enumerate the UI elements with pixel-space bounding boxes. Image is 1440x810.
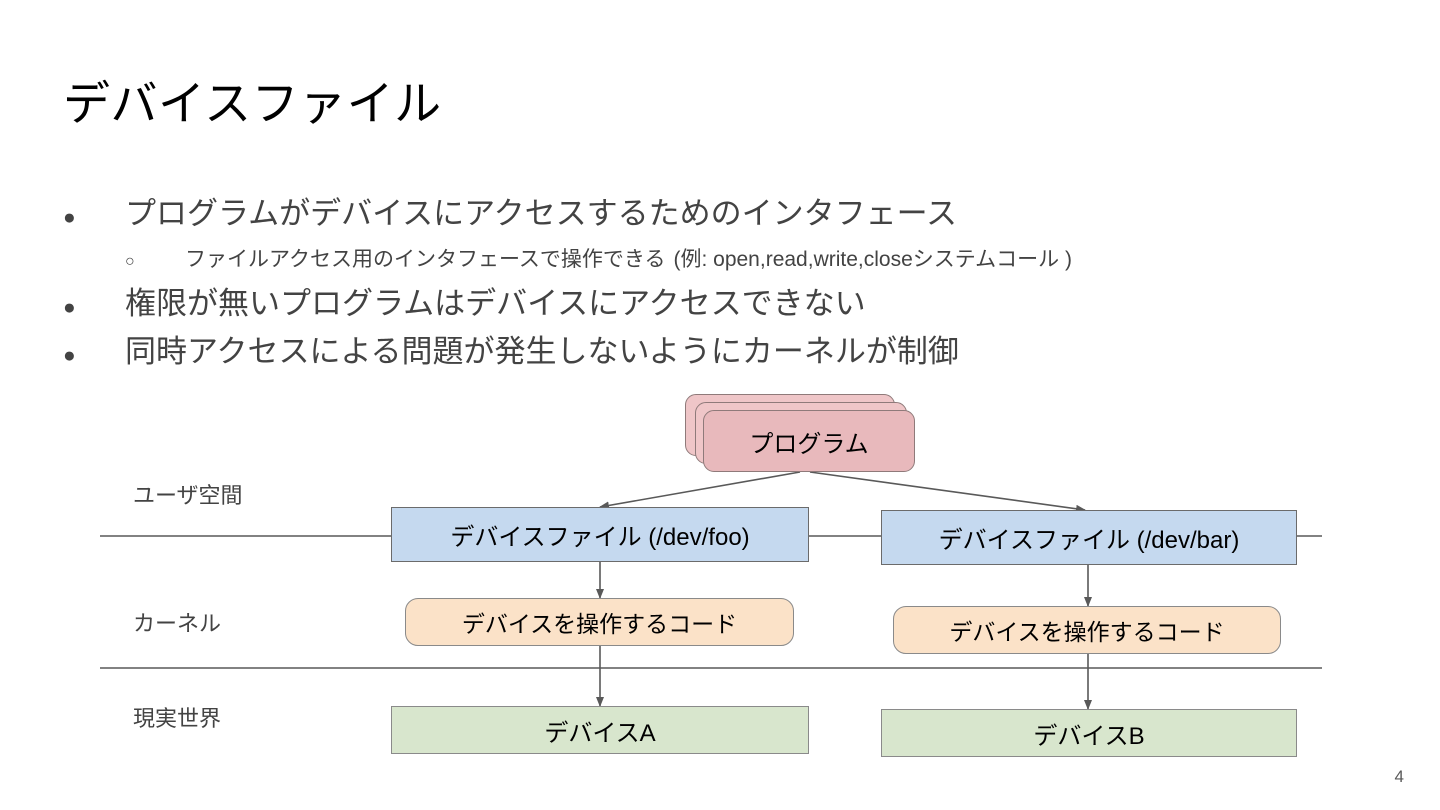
bullet-marker: ● (63, 344, 76, 367)
bullet-list: ● プログラムがデバイスにアクセスするためのインタフェース ○ ファイルアクセス… (63, 192, 1393, 378)
device-box-b[interactable]: デバイスB (881, 709, 1297, 757)
page-title: デバイスファイル (63, 77, 442, 130)
zone-label-user-space: ユーザ空間 (133, 483, 243, 508)
bullet-note: (例: open,read,write,closeシステムコール ) (673, 248, 1072, 271)
bullet-text: 権限が無いプログラムはデバイスにアクセスできない (125, 286, 866, 321)
bullet-marker: ● (63, 206, 76, 229)
bullet-item-2: ○ ファイルアクセス用のインタフェースで操作できる (例: open,read,… (63, 240, 1393, 282)
device-file-box-foo[interactable]: デバイスファイル (/dev/foo) (391, 507, 809, 562)
arrow-program-to-devfile-foo (599, 471, 801, 510)
bullet-text: 同時アクセスによる問題が発生しないようにカーネルが制御 (125, 334, 959, 369)
kernel-code-box-left[interactable]: デバイスを操作するコード (405, 598, 794, 646)
device-file-box-bar[interactable]: デバイスファイル (/dev/bar) (881, 510, 1297, 565)
kernel-code-box-right[interactable]: デバイスを操作するコード (893, 606, 1281, 654)
bullet-text: ファイルアクセス用のインタフェースで操作できる (185, 248, 666, 271)
zone-label-real-world: 現実世界 (133, 706, 222, 731)
bullet-marker: ○ (125, 253, 135, 270)
bullet-item-3: ● 権限が無いプログラムはデバイスにアクセスできない (63, 282, 1393, 330)
device-label-a: デバイスA (544, 719, 656, 747)
program-label: プログラム (749, 430, 869, 458)
bullet-item-4: ● 同時アクセスによる問題が発生しないようにカーネルが制御 (63, 330, 1393, 378)
program-box[interactable]: プログラム (703, 410, 915, 472)
architecture-diagram: ユーザ空間 カーネル 現実世界 プログラム デバイスファイル (/dev/foo… (0, 380, 1440, 780)
device-box-a[interactable]: デバイスA (391, 706, 809, 754)
arrow-program-to-devfile-bar (809, 471, 1086, 513)
bullet-marker: ● (63, 296, 76, 319)
device-label-b: デバイスB (1033, 722, 1145, 750)
device-file-label-bar: デバイスファイル (/dev/bar) (938, 527, 1240, 554)
kernel-code-label-right: デバイスを操作するコード (949, 619, 1225, 645)
page-number: 4 (1394, 767, 1404, 786)
kernel-code-label-left: デバイスを操作するコード (461, 611, 738, 637)
bullet-text: プログラムがデバイスにアクセスするためのインタフェース (125, 196, 958, 231)
zone-label-kernel: カーネル (133, 611, 222, 636)
device-file-label-foo: デバイスファイル (/dev/foo) (450, 524, 750, 551)
bullet-item-1: ● プログラムがデバイスにアクセスするためのインタフェース (63, 192, 1393, 240)
